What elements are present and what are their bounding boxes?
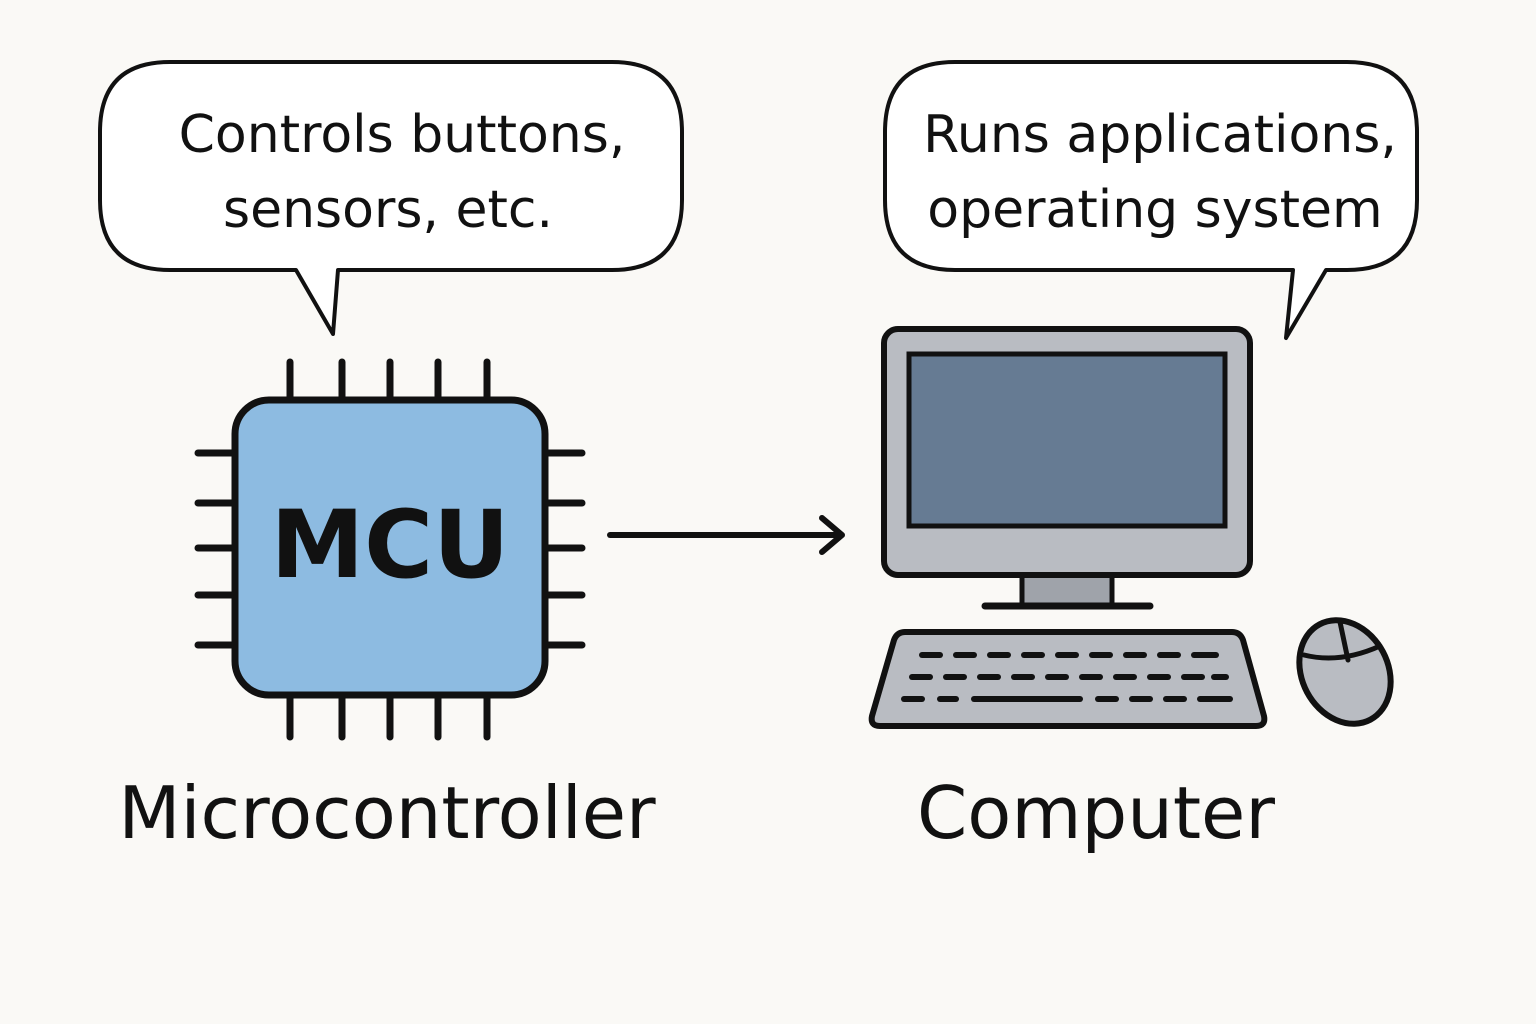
computer-bubble-shape — [883, 60, 1419, 340]
monitor-screen — [906, 351, 1228, 529]
monitor-icon — [881, 326, 1253, 610]
microcontroller-label: Microcontroller — [118, 771, 656, 855]
microcontroller-bubble-line-1: Controls buttons, — [179, 105, 626, 165]
chip-body — [231, 396, 549, 699]
computer-bubble-line-1: Runs applications, — [923, 105, 1397, 165]
mouse-body — [1296, 617, 1394, 727]
computer-label: Computer — [917, 771, 1275, 855]
monitor-stand-neck — [1019, 571, 1115, 609]
computer-speech-bubble: Runs applications, operating system — [883, 60, 1419, 340]
arrow-right-icon — [607, 515, 845, 555]
computer-bubble-line-2: operating system — [927, 180, 1382, 240]
mouse-buttons — [1301, 619, 1383, 663]
microcontroller-bubble-line-2: sensors, etc. — [223, 180, 553, 240]
microcontroller-speech-bubble: Controls buttons, sensors, etc. — [98, 60, 684, 336]
microcontroller-bubble-shape — [98, 60, 684, 336]
keyboard-keys — [901, 652, 1233, 702]
chip-icon: MCU — [194, 358, 586, 741]
mouse-icon — [1296, 617, 1394, 727]
chip-pins — [194, 358, 586, 741]
keyboard-icon — [868, 629, 1268, 729]
chip-label: MCU — [271, 491, 510, 600]
